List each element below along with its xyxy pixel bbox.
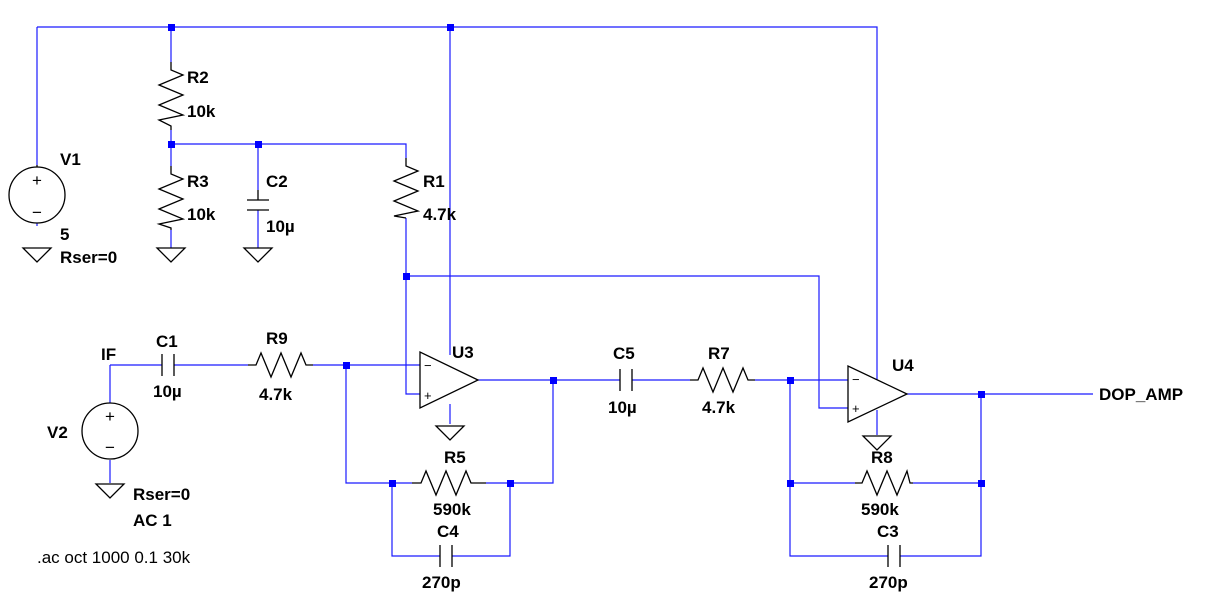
- minus-icon: −: [32, 203, 42, 222]
- r3-name: R3: [187, 172, 209, 191]
- plus-icon: +: [105, 407, 115, 426]
- voltage-source-v2: + −: [81, 402, 139, 460]
- capacitor-c4-symbol: [439, 545, 453, 567]
- capacitor-c5-symbol: [619, 369, 633, 391]
- junction-dot: [550, 377, 557, 384]
- c5-name: C5: [613, 344, 635, 363]
- r1-value: 4.7k: [423, 205, 457, 224]
- opamp-u4: − +: [847, 364, 909, 424]
- wire-u3-feedback: [345, 365, 554, 557]
- ground-icon: [21, 247, 53, 263]
- c1-value: 10µ: [153, 382, 182, 401]
- grounds: [21, 247, 893, 499]
- resistor-r5-symbol: [412, 469, 486, 497]
- r7-name: R7: [708, 344, 730, 363]
- u4-name: U4: [892, 356, 914, 375]
- junction-dot: [403, 273, 410, 280]
- r1-name: R1: [423, 172, 445, 191]
- junction-dot: [507, 480, 514, 487]
- resistor-r7-symbol: [690, 366, 755, 394]
- net-label-if: IF: [101, 345, 116, 364]
- v2-name: V2: [47, 423, 68, 442]
- capacitors: [161, 190, 901, 567]
- r8-value: 590k: [861, 500, 899, 519]
- capacitor-c2-symbol: [247, 190, 269, 211]
- u3-name: U3: [452, 343, 474, 362]
- voltage-source-v1: + −: [8, 165, 66, 224]
- resistor-r8-symbol: [855, 468, 913, 497]
- v2-param: Rser=0: [133, 485, 190, 504]
- r5-value: 590k: [433, 500, 471, 519]
- ground-icon: [434, 425, 466, 441]
- ground-icon: [155, 247, 187, 263]
- minus-icon: −: [105, 438, 115, 457]
- junction-dot: [168, 141, 175, 148]
- labels: R2 10k R3 10k C2 10µ R1 4.7k V1 5 Rser=0…: [37, 68, 1183, 592]
- capacitor-c1-symbol: [161, 354, 175, 376]
- c5-value: 10µ: [608, 398, 637, 417]
- junction-dot: [447, 24, 454, 31]
- r2-name: R2: [187, 68, 209, 87]
- v2-ac: AC 1: [133, 511, 172, 530]
- c2-name: C2: [266, 172, 288, 191]
- junction-dot: [787, 480, 794, 487]
- junction-dot: [255, 141, 262, 148]
- opamp-u3: − +: [419, 350, 480, 410]
- r9-value: 4.7k: [259, 385, 293, 404]
- junction-dot: [343, 362, 350, 369]
- r5-name: R5: [444, 448, 466, 467]
- inverting-input-label: −: [852, 372, 860, 387]
- c3-value: 270p: [869, 573, 908, 592]
- plus-icon: +: [32, 171, 42, 190]
- inverting-input-label: −: [424, 358, 432, 373]
- junction-dot: [168, 24, 175, 31]
- capacitor-c3-symbol: [887, 545, 901, 567]
- junction-dot: [978, 480, 985, 487]
- r7-value: 4.7k: [702, 398, 736, 417]
- junction-dot: [389, 480, 396, 487]
- r9-name: R9: [266, 329, 288, 348]
- wire-bias-node: [170, 130, 407, 190]
- c4-value: 270p: [422, 573, 461, 592]
- c1-name: C1: [156, 332, 178, 351]
- v1-param: Rser=0: [60, 248, 117, 267]
- c4-name: C4: [437, 522, 459, 541]
- v1-value: 5: [60, 225, 69, 244]
- noninverting-input-label: +: [424, 388, 432, 403]
- c3-name: C3: [877, 522, 899, 541]
- r3-value: 10k: [187, 205, 216, 224]
- r2-value: 10k: [187, 102, 216, 121]
- spice-directive: .ac oct 1000 0.1 30k: [37, 548, 191, 567]
- resistor-r3-symbol: [156, 166, 186, 230]
- wire-input: [109, 364, 420, 483]
- net-label-output: DOP_AMP: [1099, 385, 1183, 404]
- junction-dot: [978, 391, 985, 398]
- c2-value: 10µ: [266, 217, 295, 236]
- junction-dot: [787, 377, 794, 384]
- wire-supply-rail: [36, 26, 878, 380]
- resistors: [156, 62, 913, 497]
- resistor-r9-symbol: [248, 351, 313, 379]
- resistor-r2-symbol: [157, 62, 186, 130]
- wire-divider-grounds: [36, 203, 259, 248]
- junctions: [168, 24, 985, 487]
- noninverting-input-label: +: [852, 401, 860, 416]
- resistor-r1-symbol: [392, 158, 421, 219]
- ground-icon: [861, 435, 893, 451]
- r8-name: R8: [871, 448, 893, 467]
- ground-icon: [242, 247, 274, 263]
- ground-icon: [94, 483, 126, 499]
- v1-name: V1: [60, 150, 81, 169]
